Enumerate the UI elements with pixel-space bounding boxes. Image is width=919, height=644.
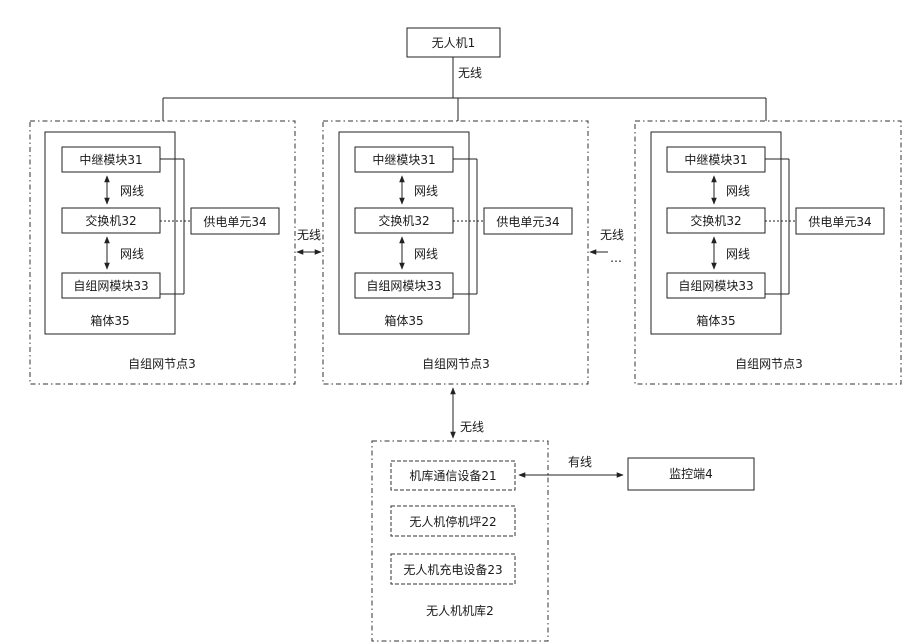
hangar-charger-label: 无人机充电设备23 (403, 562, 502, 577)
node-2-cable-label-top: 网线 (414, 184, 438, 198)
drone-hangar: 机库通信设备21 无人机停机坪22 无人机充电设备23 无人机机库2 (372, 441, 548, 641)
adhoc-node-3: 中继模块31 交换机32 自组网模块33 网线 网线 箱体35 供电单元34 自… (635, 121, 901, 384)
node-3-cable-label-bottom: 网线 (726, 247, 750, 261)
hangar-pad-label: 无人机停机坪22 (409, 514, 496, 529)
adhoc-node-2: 中继模块31 交换机32 自组网模块33 网线 网线 箱体35 供电单元34 自… (323, 121, 588, 384)
node-2-box-label: 箱体35 (384, 313, 423, 328)
drone-label: 无人机1 (432, 36, 476, 50)
node-2-title: 自组网节点3 (422, 357, 490, 371)
link-node-2-3-ellipsis: … (610, 251, 622, 265)
node-1-title: 自组网节点3 (128, 357, 196, 371)
node-3-relay-label: 中继模块31 (684, 152, 747, 167)
hangar-title: 无人机机库2 (426, 603, 494, 618)
node-1-switch-label: 交换机32 (85, 213, 136, 228)
node-1-cable-label-bottom: 网线 (120, 247, 144, 261)
link-hangar-monitor-label: 有线 (568, 455, 592, 469)
node-3-title: 自组网节点3 (735, 357, 803, 371)
node-1-relay-label: 中继模块31 (79, 152, 142, 167)
node-3-cable-label-top: 网线 (726, 184, 750, 198)
node-2-power-label: 供电单元34 (496, 215, 559, 229)
node-3-box-label: 箱体35 (696, 313, 735, 328)
node-1-cable-label-top: 网线 (120, 184, 144, 198)
node-2-adhoc-label: 自组网模块33 (366, 279, 441, 293)
link-node-1-2-label: 无线 (297, 228, 321, 242)
node-1-box-label: 箱体35 (90, 313, 129, 328)
link-node-2-hangar-label: 无线 (460, 420, 484, 434)
node-2-switch-label: 交换机32 (378, 213, 429, 228)
link-node-2-3-label: 无线 (600, 228, 624, 242)
adhoc-node-1: 中继模块31 交换机32 自组网模块33 网线 网线 箱体35 供电单元34 自… (30, 121, 295, 384)
node-3-switch-label: 交换机32 (690, 213, 741, 228)
hangar-comm-label: 机库通信设备21 (409, 468, 496, 483)
monitor-label: 监控端4 (669, 467, 713, 481)
drone-wireless-label: 无线 (458, 66, 482, 80)
node-2-relay-label: 中继模块31 (372, 152, 435, 167)
node-1-adhoc-label: 自组网模块33 (73, 279, 148, 293)
node-3-adhoc-label: 自组网模块33 (678, 279, 753, 293)
node-1-power-label: 供电单元34 (203, 215, 266, 229)
node-3-power-label: 供电单元34 (808, 215, 871, 229)
node-2-cable-label-bottom: 网线 (414, 247, 438, 261)
